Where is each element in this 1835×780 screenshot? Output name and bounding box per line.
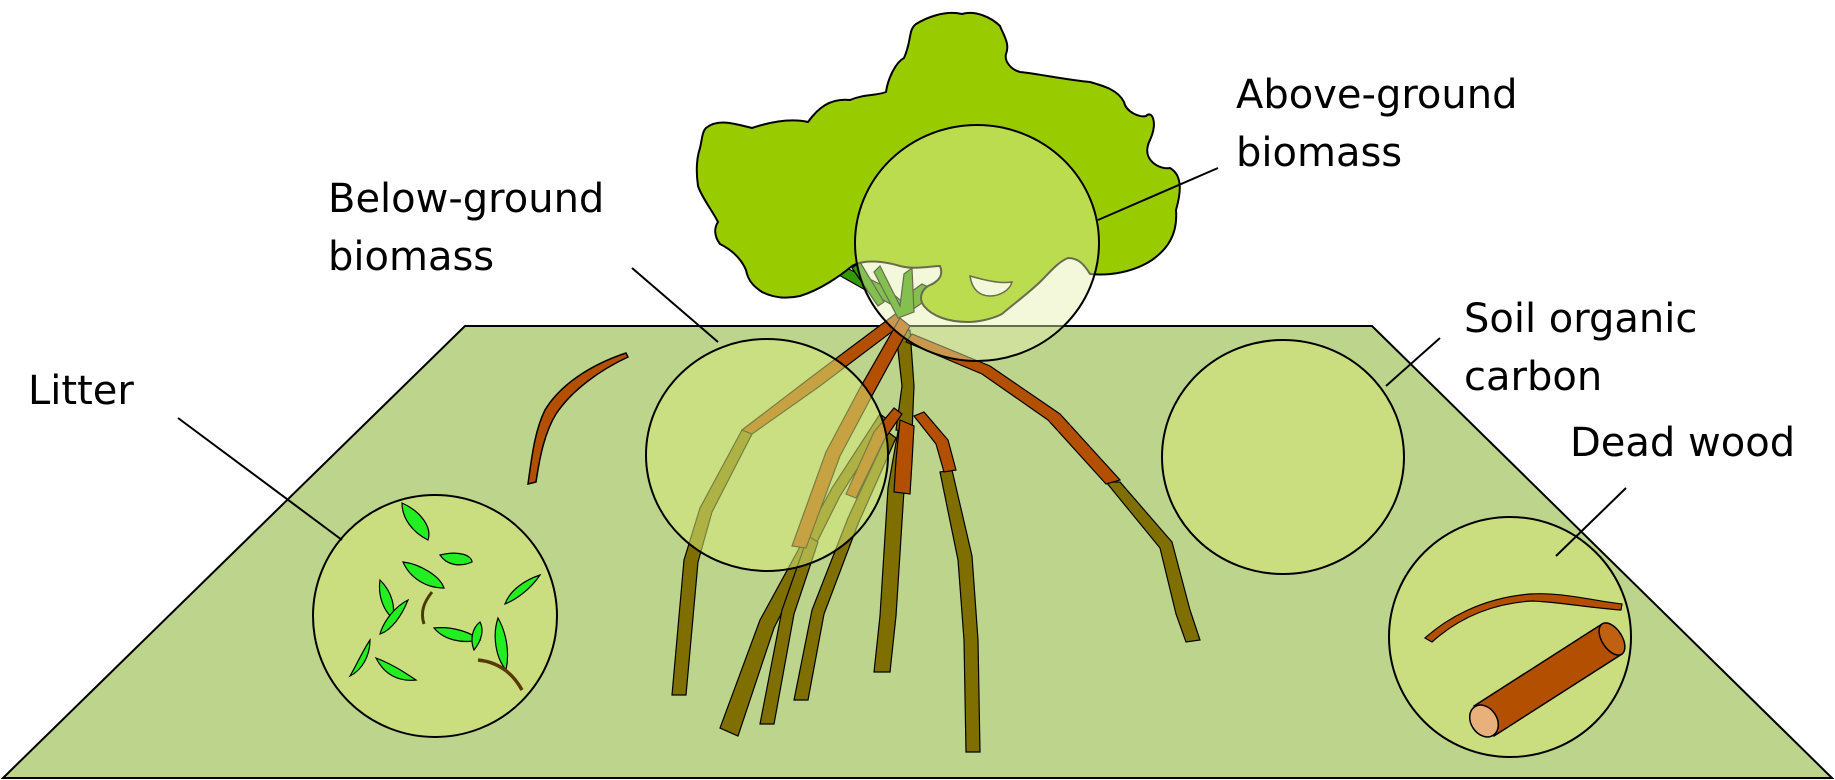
label-soil-organic-line1: Soil organic [1464,296,1697,342]
label-above-ground-line2: biomass [1236,130,1402,176]
soil-organic-carbon-circle [1162,340,1404,574]
below-ground-biomass-circle [646,339,888,571]
label-litter: Litter [28,368,134,414]
label-above-ground-line1: Above-ground [1236,72,1517,118]
label-below-ground-line1: Below-ground [328,176,604,222]
above-ground-biomass-circle [855,125,1099,361]
label-below-ground-line2: biomass [328,234,494,280]
label-dead-wood: Dead wood [1570,420,1795,466]
litter-circle [313,495,557,737]
label-soil-organic-line2: carbon [1464,354,1602,400]
